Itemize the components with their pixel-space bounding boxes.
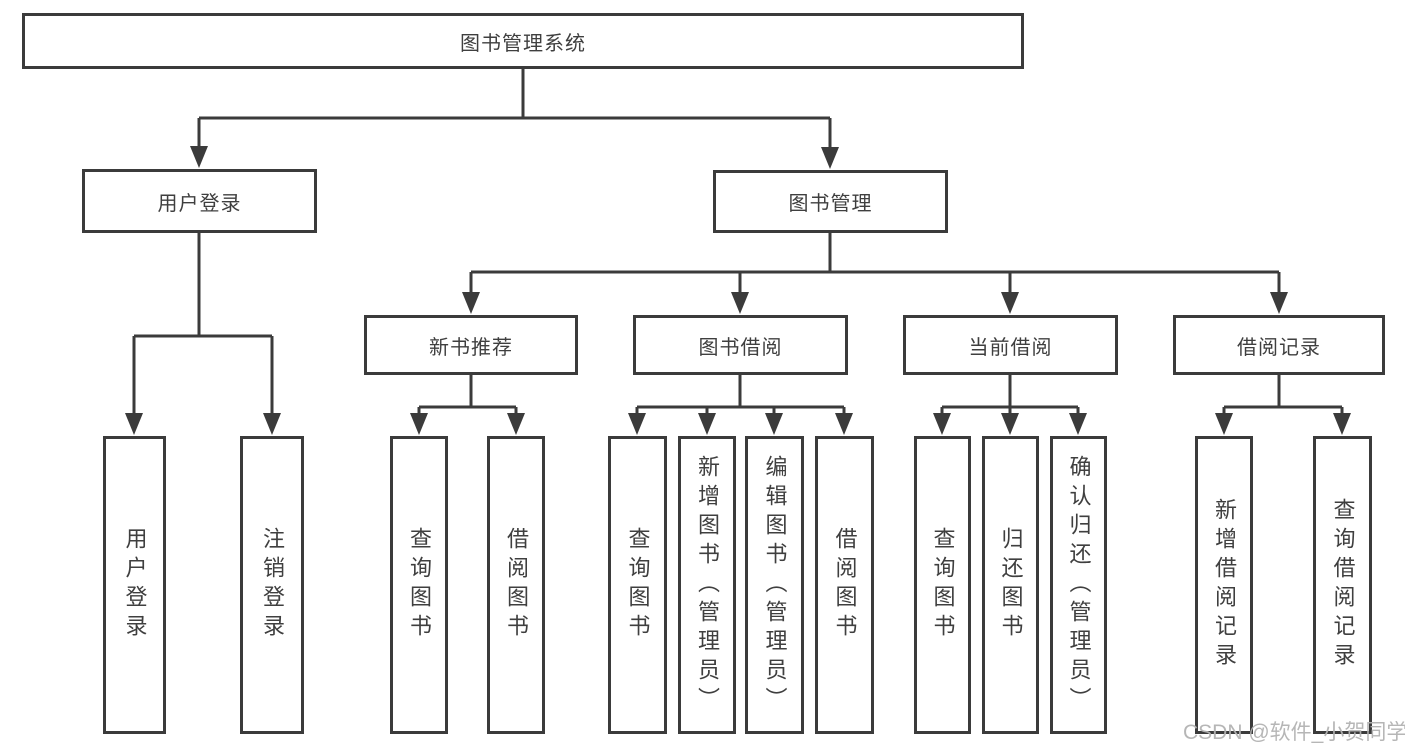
node-label: 查询借阅记录 xyxy=(1330,498,1356,672)
node-leaf-query-borrow-record: 查询借阅记录 xyxy=(1313,436,1372,734)
node-leaf-borrow-books-1: 借阅图书 xyxy=(487,436,545,734)
node-label: 新增图书（管理员） xyxy=(695,454,720,716)
node-leaf-user-login: 用户登录 xyxy=(103,436,166,734)
node-label: 新书推荐 xyxy=(429,336,513,359)
node-label: 确认归还（管理员） xyxy=(1066,454,1092,716)
node-new-book-recommend: 新书推荐 xyxy=(364,315,578,375)
node-leaf-add-book-admin: 新增图书（管理员） xyxy=(678,436,736,734)
node-leaf-return-books: 归还图书 xyxy=(982,436,1039,734)
node-leaf-query-books-3: 查询图书 xyxy=(914,436,971,734)
node-leaf-query-books-1: 查询图书 xyxy=(390,436,448,734)
node-leaf-query-books-2: 查询图书 xyxy=(608,436,667,734)
arrowheads xyxy=(125,146,1351,435)
node-label: 图书借阅 xyxy=(698,336,783,359)
node-label: 编辑图书（管理员） xyxy=(762,454,788,716)
node-leaf-edit-book-admin: 编辑图书（管理员） xyxy=(745,436,804,734)
node-library-management-system: 图书管理系统 xyxy=(22,13,1024,69)
node-label: 新增借阅记录 xyxy=(1212,498,1237,672)
node-label: 查询图书 xyxy=(625,527,651,643)
node-current-borrowing: 当前借阅 xyxy=(903,315,1118,375)
node-label: 用户登录 xyxy=(122,527,148,643)
node-label: 当前借阅 xyxy=(968,336,1053,359)
csdn-watermark: CSDN @软件_小贺同学 xyxy=(1183,721,1405,744)
node-label: 图书管理系统 xyxy=(460,32,586,55)
node-label: 图书管理 xyxy=(788,193,873,215)
node-leaf-confirm-return-admin: 确认归还（管理员） xyxy=(1050,436,1107,734)
node-label: 借阅图书 xyxy=(832,527,858,643)
node-leaf-add-borrow-record: 新增借阅记录 xyxy=(1195,436,1253,734)
node-leaf-borrow-books-2: 借阅图书 xyxy=(815,436,874,734)
node-user-login: 用户登录 xyxy=(82,169,317,233)
node-label: 借阅图书 xyxy=(504,527,529,643)
node-label: 归还图书 xyxy=(998,527,1024,643)
node-label: 注销登录 xyxy=(260,527,285,643)
node-borrowing-records: 借阅记录 xyxy=(1173,315,1385,375)
node-label: 借阅记录 xyxy=(1237,336,1321,359)
node-leaf-logout: 注销登录 xyxy=(240,436,304,734)
node-book-management: 图书管理 xyxy=(713,170,948,233)
node-book-borrowing: 图书借阅 xyxy=(633,315,848,375)
node-label: 查询图书 xyxy=(407,527,432,643)
node-label: 用户登录 xyxy=(157,192,242,215)
node-label: 查询图书 xyxy=(930,527,956,643)
